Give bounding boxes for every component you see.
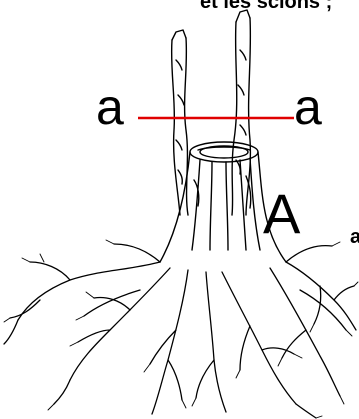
label-cut-left: a	[96, 82, 124, 132]
label-stump: A	[263, 186, 300, 242]
caption-fragment-edge: a	[350, 226, 359, 249]
label-cut-right: a	[294, 82, 322, 132]
root-system	[4, 244, 356, 418]
stump-cut-surface	[190, 142, 258, 162]
